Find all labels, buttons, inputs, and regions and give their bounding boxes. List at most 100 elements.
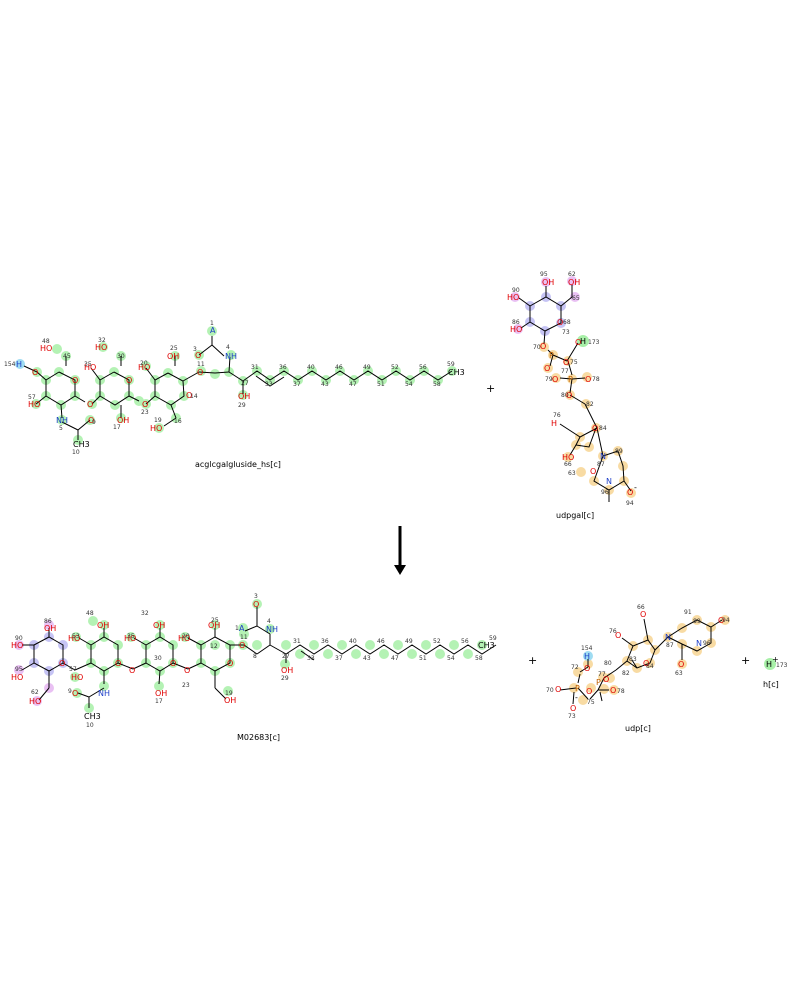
udpgal-num-90: 90	[512, 287, 520, 294]
p1-oh-17: OH	[155, 689, 167, 698]
udpgal-o-79: O	[552, 375, 558, 384]
udpgal-o-63: O	[590, 467, 596, 476]
udpgal-n-96: N	[606, 477, 612, 486]
num-43: 43	[321, 381, 329, 388]
p1-num-9: 9	[68, 688, 72, 695]
p1-num-56: 56	[461, 638, 469, 645]
udpgal-num-65: 65	[572, 295, 580, 302]
p1-num-4: 4	[267, 618, 271, 625]
p1-bonds	[21, 607, 287, 708]
p1-num-20: 20	[182, 633, 190, 640]
udp-p-76: P	[596, 678, 601, 687]
udpgal-num-79: 79	[545, 376, 553, 383]
ring-o-42: O	[72, 376, 78, 385]
udpgal-num-77: 77	[561, 368, 569, 375]
num-19: 19	[154, 417, 162, 424]
nh-label-5: NH	[56, 416, 68, 425]
udp-num-78: 78	[617, 688, 625, 695]
p1-oh-86: OH	[44, 624, 56, 633]
ho-label-20: HO	[138, 363, 150, 372]
p1-num-30: 30	[154, 655, 162, 662]
udpgal-ho-90: HO	[507, 293, 519, 302]
num-3: 3	[193, 346, 197, 353]
udpgal-charge-minus: -	[634, 483, 637, 492]
udpgal-oh-62: OH	[568, 278, 580, 287]
highlight-orange	[539, 342, 636, 498]
num-14: 14	[190, 393, 198, 400]
p1-num-95: 95	[15, 666, 23, 673]
num-25: 25	[170, 345, 178, 352]
p1-num-48: 48	[86, 610, 94, 617]
p1-ring-o-42: O	[115, 659, 121, 668]
h-num-173: 173	[776, 662, 788, 669]
molecule-acglcgalgluside: A O NH O OH OH HO HO O O HO HO OH O O HO…	[4, 320, 465, 469]
p1-ho-20: HO	[178, 634, 190, 643]
p1-num-46: 46	[377, 638, 385, 645]
p1-oh-25: OH	[208, 621, 220, 630]
udp-ho-76: O	[615, 631, 621, 640]
udpgal-ring-o-68: O	[557, 318, 563, 327]
udpgal-atom-labels: OH OH HO O HO O P O O O H P O O O O H HO…	[507, 278, 637, 497]
num-57: 57	[28, 394, 36, 401]
p1-num-53: 53	[72, 633, 80, 640]
udpgal-o-72: O	[544, 364, 550, 373]
udpgal-num-173: 173	[588, 339, 600, 346]
udpgal-num-86: 86	[512, 319, 520, 326]
p1-num-23: 23	[182, 682, 190, 689]
udp-h-154: H	[584, 652, 590, 661]
udp-atom-numbers: 66 76 89 91 154 72 80 77 70 73 75 78 82 …	[546, 604, 730, 720]
udpgal-p-71: P	[549, 351, 554, 360]
udp-num-91: 91	[684, 609, 692, 616]
num-46: 46	[335, 364, 343, 371]
ho-label-48: HO	[40, 344, 52, 353]
p1-num-62: 62	[31, 689, 39, 696]
p1-ho-53: HO	[68, 634, 80, 643]
num-1: 1	[210, 320, 214, 327]
num-27: 27	[241, 380, 249, 387]
p1-num-59: 59	[489, 635, 497, 642]
reactant-label-udpgal: udpgal[c]	[556, 511, 594, 520]
udpgal-h-76: H	[551, 419, 557, 428]
udp-num-70: 70	[546, 687, 554, 694]
p1-num-52: 52	[433, 638, 441, 645]
p1-num-51: 51	[419, 655, 427, 662]
product-label-udp: udp[c]	[625, 724, 651, 733]
p1-num-40: 40	[349, 638, 357, 645]
udp-num-75: 75	[587, 699, 595, 706]
udpgal-ho-86: HO	[510, 325, 522, 334]
udp-highlight-orange	[569, 615, 730, 705]
udpgal-p-76: P	[568, 375, 573, 384]
ho-label-32: HO	[95, 343, 107, 352]
p1-highlight-blue	[29, 632, 68, 676]
udp-o-70: O	[555, 685, 561, 694]
num-20: 20	[140, 360, 148, 367]
p1-num-27: 27	[282, 653, 290, 660]
udpgal-o-75: O	[563, 358, 569, 367]
glycosidic-o-label: O	[197, 368, 203, 377]
oh-label-25: OH	[167, 352, 179, 361]
num-32: 32	[98, 337, 106, 344]
udpgal-num-89: 89	[615, 448, 623, 455]
udpgal-num-82: 82	[586, 401, 594, 408]
udp-bonds	[559, 618, 723, 705]
udpgal-num-78: 78	[592, 376, 600, 383]
p1-num-49: 49	[405, 638, 413, 645]
num-47: 47	[349, 381, 357, 388]
oh-label-17: OH	[117, 416, 129, 425]
ch3-label-59: CH3	[448, 368, 465, 377]
p1-num-17: 17	[155, 698, 163, 705]
plus-sign-products-2: +	[741, 654, 750, 667]
p1-num-57: 57	[69, 666, 77, 673]
udp-n-87: N	[665, 633, 671, 642]
ho-label-57: HO	[28, 400, 40, 409]
num-48: 48	[42, 338, 50, 345]
p1-num-54: 54	[447, 655, 455, 662]
udp-o-72: O	[584, 664, 590, 673]
udpgal-num-95: 95	[540, 271, 548, 278]
highlight-cyan	[15, 359, 25, 369]
udpgal-num-62: 62	[568, 271, 576, 278]
p1-o-23: O	[184, 666, 190, 675]
p1-num-31: 31	[293, 638, 301, 645]
plus-sign-products-1: +	[528, 654, 537, 667]
